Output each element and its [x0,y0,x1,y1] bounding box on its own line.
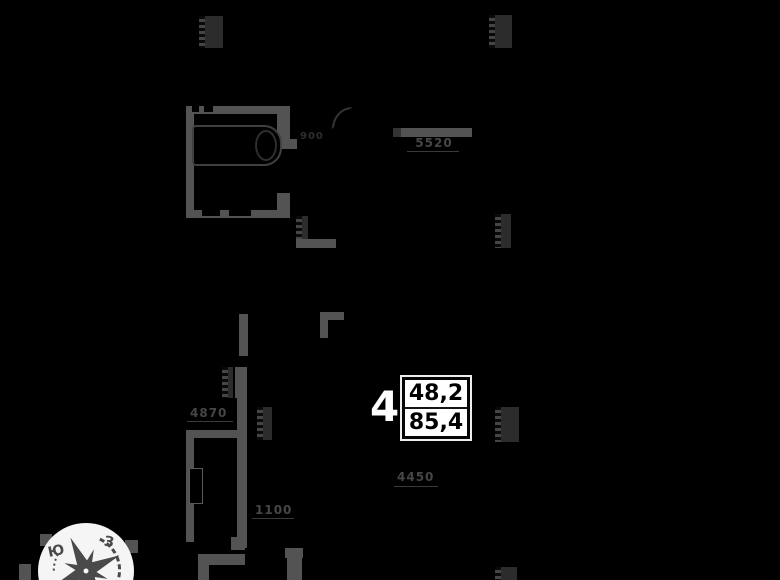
wall-segment [287,552,302,580]
dimension-label-lower-right: 4450 [397,470,435,484]
wall-segment [198,554,209,580]
compass-south-label: Ю [46,542,65,561]
window-hatch-right-low [495,407,519,442]
window-hatch-below-bath [296,216,308,242]
wall-segment [277,139,297,149]
window-hatch-right-mid [495,214,511,248]
window-hatch-bottom-right [495,567,517,580]
compass-west-label: З [103,534,116,551]
unit-area-label[interactable]: 48,2 85,4 [400,375,472,441]
wall-opening [202,210,220,216]
wall-opening [229,210,251,216]
living-area-value: 48,2 [408,381,464,406]
wall-segment [198,554,245,565]
bathtub-curve [255,130,277,161]
door-swing-arc [332,107,352,129]
wall-segment [186,430,246,438]
window-hatch-mid-left [222,367,233,398]
wall-segment [186,106,194,218]
wall-segment [320,312,344,320]
wall-segment [393,128,401,137]
window-hatch-top-left [199,16,223,48]
dimension-line [407,151,459,152]
door-leaf [189,468,203,504]
wall-segment [231,537,245,550]
window-hatch-top-right [489,15,512,48]
wall-segment [320,312,328,338]
dimension-line [252,518,294,519]
unit-number[interactable]: 4 [370,382,400,431]
dimension-line [394,486,438,487]
wall-segment [277,193,290,218]
compass-face [38,523,134,580]
wall-segment [239,314,248,356]
wall-segment [393,128,472,137]
dimension-label-bathroom: 900 [300,131,324,142]
dimension-label-top: 5520 [415,136,453,150]
window-hatch-mid-center [257,407,272,440]
dimension-label-mid-left: 4870 [190,406,228,420]
dimension-label-lower-left: 1100 [255,503,293,517]
wall-segment [235,367,247,398]
wall-segment [19,564,31,580]
total-area-value: 85,4 [405,407,467,436]
bathtub [192,125,282,166]
wall-segment [296,239,336,248]
wall-segment [186,106,290,114]
wall-segment [237,395,247,548]
wall-segment [277,106,290,142]
compass-rose: Ю З [38,523,134,580]
wall-opening [204,106,213,112]
compass-hub-pin [83,568,89,574]
wall-opening [192,106,199,112]
dimension-line [187,421,233,422]
